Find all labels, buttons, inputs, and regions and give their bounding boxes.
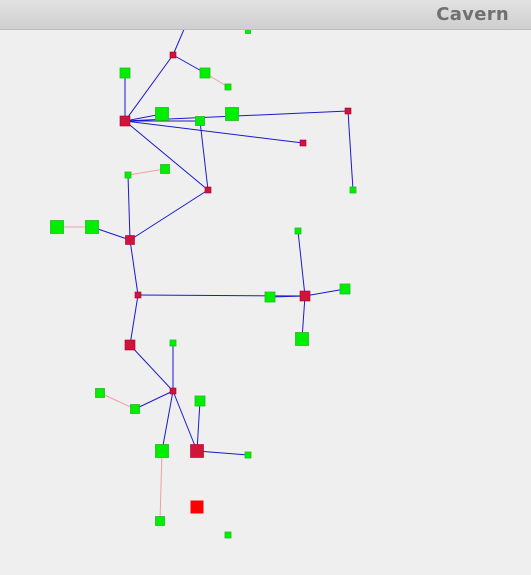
room-edge	[137, 294, 306, 297]
item-node[interactable]	[130, 404, 140, 414]
item-node[interactable]	[224, 531, 232, 539]
room-node[interactable]	[169, 51, 177, 59]
title-bar[interactable]: Cavern	[0, 0, 531, 30]
item-node[interactable]	[194, 395, 206, 407]
item-node[interactable]	[225, 107, 239, 121]
item-edge	[159, 450, 163, 522]
item-node[interactable]	[349, 186, 357, 194]
room-edge	[301, 295, 306, 340]
item-node[interactable]	[195, 116, 205, 126]
item-node[interactable]	[245, 30, 251, 34]
room-edge	[129, 344, 174, 392]
room-node[interactable]	[169, 387, 177, 395]
room-edge	[124, 120, 209, 191]
room-node[interactable]	[119, 115, 131, 127]
item-node[interactable]	[155, 444, 169, 458]
room-edge	[134, 390, 174, 410]
room-edge	[172, 390, 198, 452]
item-node[interactable]	[199, 67, 211, 79]
item-node[interactable]	[155, 107, 169, 121]
room-edge	[196, 450, 249, 456]
item-node[interactable]	[224, 83, 232, 91]
graph-canvas[interactable]	[0, 30, 531, 575]
room-edge	[347, 110, 354, 191]
window-title: Cavern	[436, 4, 509, 25]
item-node[interactable]	[124, 171, 132, 179]
item-node[interactable]	[50, 220, 64, 234]
item-edge	[99, 392, 136, 410]
item-node[interactable]	[160, 164, 170, 174]
room-edge	[304, 288, 346, 297]
item-node[interactable]	[85, 220, 99, 234]
item-node[interactable]	[95, 388, 105, 398]
room-node[interactable]	[190, 444, 204, 458]
room-node[interactable]	[204, 186, 212, 194]
room-node[interactable]	[124, 339, 136, 351]
room-node[interactable]	[125, 235, 135, 245]
item-node[interactable]	[264, 291, 276, 303]
item-node[interactable]	[295, 332, 309, 346]
room-edge	[297, 230, 306, 297]
room-node[interactable]	[299, 139, 307, 147]
item-node[interactable]	[339, 283, 351, 295]
room-node[interactable]	[299, 290, 311, 302]
room-edge	[124, 54, 174, 122]
room-edge	[127, 174, 131, 241]
room-edge	[172, 30, 185, 56]
room-edge	[129, 294, 139, 346]
graph-nodes	[50, 30, 357, 539]
room-edge	[129, 239, 139, 296]
room-edge	[199, 120, 209, 191]
room-edge	[124, 120, 304, 144]
room-edge	[196, 400, 201, 452]
item-edge	[127, 168, 166, 176]
room-node[interactable]	[134, 291, 142, 299]
room-edges	[91, 30, 354, 456]
item-node[interactable]	[294, 227, 302, 235]
room-edge	[269, 295, 306, 298]
cavern-graph[interactable]	[0, 30, 531, 575]
isolated-room-node[interactable]	[190, 500, 204, 514]
room-node[interactable]	[344, 107, 352, 115]
item-node[interactable]	[169, 339, 177, 347]
item-node[interactable]	[244, 451, 252, 459]
item-node[interactable]	[155, 516, 165, 526]
room-edge	[129, 189, 209, 241]
room-edge	[161, 390, 174, 452]
item-node[interactable]	[119, 67, 131, 79]
